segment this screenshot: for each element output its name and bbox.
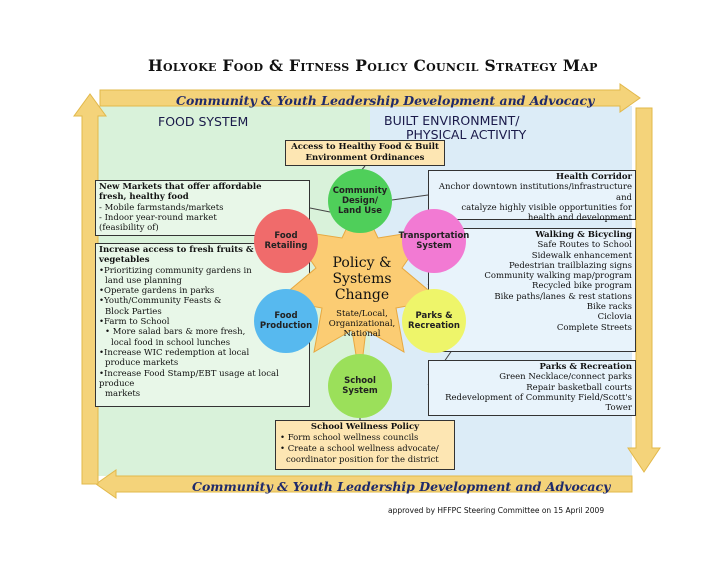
circle-transportation: Transportation System xyxy=(399,209,469,273)
list-item: produce markets xyxy=(105,358,179,369)
circle-label: Recreation xyxy=(408,321,460,331)
circle-label: Community xyxy=(332,186,388,196)
circle-food-retailing: Food Retailing xyxy=(254,209,318,273)
circle-label: System xyxy=(342,386,378,396)
list-item: catalyze highly visible opportunities fo… xyxy=(461,202,632,213)
circle-label: System xyxy=(416,241,452,251)
access-heading-1: Increase access to fresh fruits & xyxy=(99,245,254,255)
parks-heading: Parks & Recreation xyxy=(539,362,632,372)
center-sub3: National xyxy=(343,329,381,339)
list-item: • More salad bars & more fresh, xyxy=(105,327,246,338)
circle-label: Parks & xyxy=(415,311,453,321)
school-heading: School Wellness Policy xyxy=(310,422,420,432)
list-item: - Indoor year-round market xyxy=(99,212,217,223)
built-header-line2: PHYSICAL ACTIVITY xyxy=(406,127,527,142)
list-item: Repair basketball courts xyxy=(526,382,632,393)
school-wellness-box: School Wellness Policy • Form school wel… xyxy=(275,420,455,470)
top-box-line2: Environment Ordinances xyxy=(305,153,425,163)
list-item: Safe Routes to School xyxy=(537,240,632,251)
right-arrow xyxy=(627,107,661,473)
list-item: Anchor downtown institutions/infrastruct… xyxy=(438,182,632,203)
list-item: Bike racks xyxy=(586,302,632,313)
health-heading: Health Corridor xyxy=(556,172,632,182)
center-line2: Systems xyxy=(332,271,392,287)
circle-label: Production xyxy=(259,321,313,331)
list-item: - Mobile farmstands/markets xyxy=(99,202,224,213)
list-item: • Create a school wellness advocate/ xyxy=(280,444,439,454)
line-health xyxy=(391,194,429,201)
band-top-label: Community & Youth Leadership Development… xyxy=(176,93,595,108)
list-item: Recycled bike program xyxy=(532,281,632,292)
list-item: •Prioritizing community gardens in xyxy=(99,265,252,276)
circle-label: Land Use xyxy=(338,206,382,216)
list-item: Complete Streets xyxy=(556,322,632,333)
circle-community-design: Community Design/ Land Use xyxy=(328,169,392,233)
circle-label: School xyxy=(344,376,376,386)
list-item: Sidewalk enhancement xyxy=(531,250,632,261)
access-healthy-food-box: Access to Healthy Food & Built Environme… xyxy=(285,140,445,166)
list-item: Green Necklace/connect parks xyxy=(499,372,632,383)
center-sub2: Organizational, xyxy=(328,319,396,329)
circle-label: Food xyxy=(274,311,298,321)
access-heading-2: vegetables xyxy=(99,255,150,266)
walking-heading: Walking & Bicycling xyxy=(535,230,632,240)
list-item: health and development xyxy=(527,213,632,224)
list-item: •Farm to School xyxy=(99,317,170,328)
top-arrow xyxy=(99,83,641,113)
line-markets xyxy=(309,207,331,213)
circle-school-system: School System xyxy=(328,354,392,418)
center-line1: Policy & xyxy=(332,255,392,271)
list-item: Block Parties xyxy=(105,306,162,317)
parks-recreation-box: Parks & Recreation Green Necklace/connec… xyxy=(428,360,636,416)
list-item: Redevelopment of Community Field/Scott's xyxy=(445,392,632,403)
circle-label: Design/ xyxy=(341,196,379,206)
list-item: Bike paths/lanes & rest stations xyxy=(494,291,632,302)
band-bottom-label: Community & Youth Leadership Development… xyxy=(192,479,611,494)
markets-heading-2: fresh, healthy food xyxy=(99,192,189,203)
list-item: • Form school wellness councils xyxy=(280,433,419,443)
markets-heading-1: New Markets that offer affordable xyxy=(99,182,262,192)
list-item: Pedestrian trailblazing signs xyxy=(508,260,632,271)
approval-note: approved by HFFPC Steering Committee on … xyxy=(388,506,605,515)
list-item: Ciclovia xyxy=(597,312,632,323)
built-environment-header: BUILT ENVIRONMENT/ PHYSICAL ACTIVITY xyxy=(384,114,526,142)
list-item: •Increase Food Stamp/EBT usage at local … xyxy=(99,368,279,389)
built-header-line1: BUILT ENVIRONMENT/ xyxy=(384,113,520,128)
circle-label: Food xyxy=(274,231,298,241)
circle-label: Transportation xyxy=(398,231,470,241)
list-item: Tower xyxy=(605,403,633,414)
list-item: (feasibility of) xyxy=(99,223,159,234)
list-item: markets xyxy=(105,389,141,400)
list-item: local food in school lunches xyxy=(111,337,231,348)
health-corridor-box: Health Corridor Anchor downtown institut… xyxy=(428,170,636,224)
circle-label: Retailing xyxy=(264,241,308,251)
circle-parks-recreation: Parks & Recreation xyxy=(402,289,466,353)
circle-food-production: Food Production xyxy=(254,289,318,353)
list-item: land use planning xyxy=(105,275,182,286)
center-sub1: State/Local, xyxy=(336,309,388,319)
new-markets-box: New Markets that offer affordable fresh,… xyxy=(95,180,310,236)
list-item: •Increase WIC redemption at local xyxy=(99,347,250,358)
top-box-line1: Access to Healthy Food & Built xyxy=(291,142,439,152)
center-policy-text: Policy & Systems Change State/Local, Org… xyxy=(318,255,406,339)
center-line3: Change xyxy=(334,287,390,303)
bottom-arrow xyxy=(95,469,633,499)
page-title: Holyoke Food & Fitness Policy Council St… xyxy=(148,56,598,75)
list-item: •Youth/Community Feasts & xyxy=(99,296,222,307)
list-item: •Operate gardens in parks xyxy=(99,286,215,297)
list-item: coordinator position for the district xyxy=(286,455,439,465)
list-item: Community walking map/program xyxy=(484,271,632,282)
food-system-header: FOOD SYSTEM xyxy=(158,114,249,129)
